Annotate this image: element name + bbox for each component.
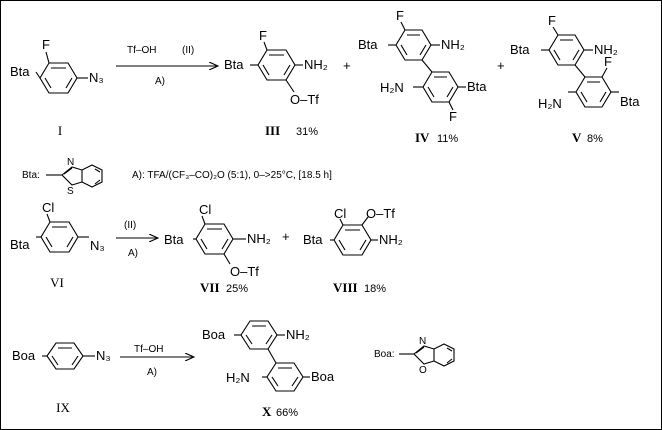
- bta-definition-label: Bta:: [22, 170, 40, 181]
- compound-VII-structure: Cl Bta NH₂ O–Tf: [164, 202, 271, 279]
- fluoro-substituent: F: [604, 54, 612, 69]
- boa-substituent: Boa: [311, 369, 335, 384]
- fluoro-substituent: F: [548, 13, 556, 28]
- fluoro-substituent: F: [42, 37, 50, 52]
- yield-VII: 25%: [226, 283, 248, 295]
- compound-label-I: I: [58, 123, 62, 138]
- reagent-II-1: (II): [182, 45, 194, 56]
- bta-substituent: Bta: [224, 57, 244, 72]
- condition-A-definition: A): TFA/(CF₃–CO)₂O (5:1), 0–>25°C, [18.5…: [132, 170, 332, 181]
- condition-A-1: A): [155, 76, 165, 87]
- amino-group: H₂N: [538, 96, 562, 111]
- boa-definition: Boa: N O: [374, 336, 455, 376]
- compound-III-structure: F Bta NH₂ O–Tf: [224, 28, 328, 107]
- triflate-group: O–Tf: [290, 92, 319, 107]
- amino-group: NH₂: [379, 232, 403, 247]
- boa-substituent: Boa: [202, 327, 226, 342]
- reagent-tfoh-1: Tf–OH: [127, 45, 156, 56]
- compound-label-IV: IV: [415, 130, 430, 145]
- compound-VI-structure: Cl Bta N₃: [10, 200, 105, 253]
- compound-label-V: V: [572, 130, 582, 145]
- compound-label-III: III: [265, 123, 280, 138]
- compound-I-structure: F Bta N₃: [10, 37, 104, 94]
- compound-label-IX: IX: [56, 400, 70, 415]
- azide-group: N₃: [89, 70, 104, 85]
- plus-sign: +: [497, 58, 505, 73]
- compound-V-structure: F Bta NH₂ H₂N F Bta: [510, 13, 640, 111]
- azide-group: N₃: [96, 348, 111, 363]
- boa-definition-label: Boa:: [374, 349, 395, 360]
- plus-sign: +: [282, 229, 290, 244]
- amino-group: NH₂: [594, 42, 618, 57]
- bta-definition: Bta: N S: [22, 157, 103, 197]
- yield-V: 8%: [587, 133, 603, 145]
- bta-substituent: Bta: [164, 232, 184, 247]
- compound-IX-structure: Boa N₃: [12, 342, 111, 370]
- chloro-substituent: Cl: [199, 202, 211, 217]
- compound-label-X: X: [262, 404, 272, 419]
- yield-X: 66%: [276, 407, 298, 419]
- amino-group: NH₂: [247, 231, 271, 246]
- compound-label-VIII: VIII: [333, 280, 358, 295]
- thiazole-nitrogen: N: [67, 157, 74, 168]
- compound-X-structure: Boa NH₂ H₂N Boa: [202, 320, 335, 392]
- amino-group: H₂N: [226, 370, 250, 385]
- yield-IV: 11%: [437, 133, 458, 145]
- bta-substituent: Bta: [620, 94, 640, 109]
- condition-A-3: A): [147, 367, 157, 378]
- plus-sign: +: [343, 58, 351, 73]
- bta-substituent: Bta: [10, 237, 30, 252]
- fluoro-substituent: F: [396, 8, 404, 23]
- thiazole-sulfur: S: [67, 186, 74, 197]
- yield-III: 31%: [296, 126, 318, 138]
- bta-substituent: Bta: [467, 79, 487, 94]
- reagent-tfoh-3: Tf–OH: [134, 344, 163, 355]
- compound-VIII-structure: Cl O–Tf Bta NH₂: [303, 206, 403, 256]
- reagent-II-2: (II): [124, 220, 136, 231]
- fluoro-substituent: F: [449, 109, 457, 124]
- compound-label-VI: VI: [50, 275, 64, 290]
- amino-group: NH₂: [286, 327, 310, 342]
- triflate-group: O–Tf: [366, 206, 395, 221]
- oxazole-nitrogen: N: [419, 336, 426, 347]
- compound-label-VII: VII: [200, 280, 220, 295]
- yield-VIII: 18%: [364, 283, 386, 295]
- amino-group: NH₂: [441, 37, 465, 52]
- bta-substituent: Bta: [358, 37, 378, 52]
- bta-substituent: Bta: [303, 232, 323, 247]
- chloro-substituent: Cl: [42, 200, 54, 215]
- condition-A-2: A): [128, 248, 138, 259]
- azide-group: N₃: [90, 238, 105, 253]
- fluoro-substituent: F: [259, 28, 267, 43]
- compound-IV-structure: F Bta NH₂ H₂N Bta F: [358, 8, 487, 124]
- oxazole-oxygen: O: [419, 365, 427, 376]
- bta-substituent: Bta: [10, 64, 30, 79]
- bta-substituent: Bta: [510, 42, 530, 57]
- amino-group: NH₂: [304, 57, 328, 72]
- boa-substituent: Boa: [12, 348, 36, 363]
- chloro-substituent: Cl: [334, 206, 346, 221]
- amino-group: H₂N: [380, 80, 404, 95]
- triflate-group: O–Tf: [230, 264, 259, 279]
